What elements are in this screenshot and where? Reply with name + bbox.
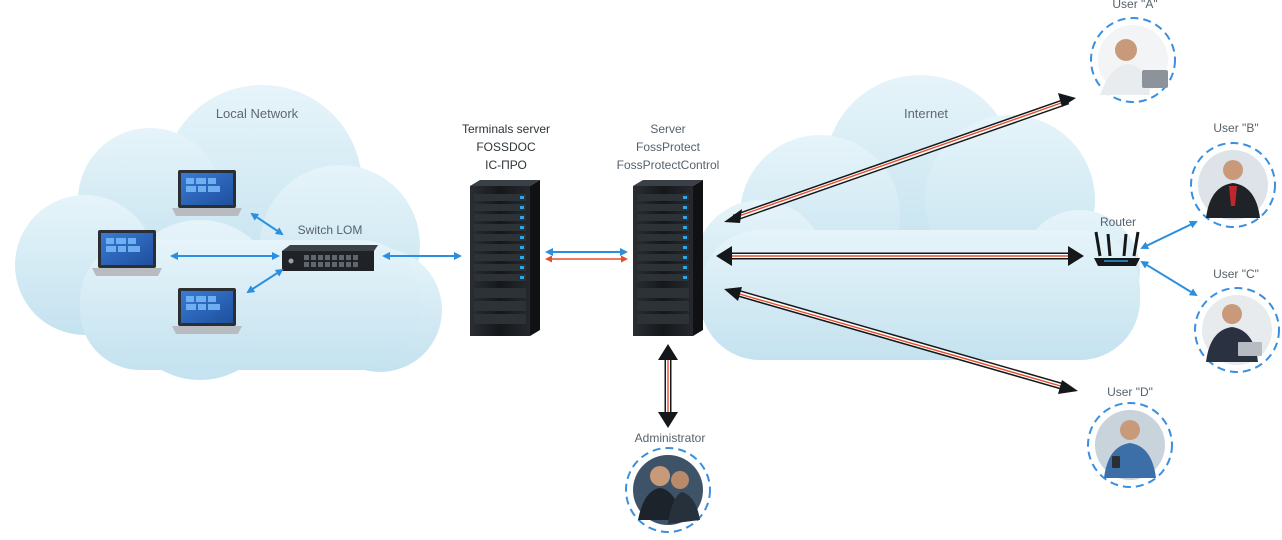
user-a-label: User "A" — [1112, 0, 1158, 11]
user-b-label: User "B" — [1213, 121, 1259, 135]
avatar-administrator — [625, 447, 711, 533]
avatar-user-d — [1087, 402, 1173, 488]
server-title: Server — [650, 122, 686, 136]
laptop-icon — [172, 170, 242, 216]
tunnel-arrows — [658, 93, 1084, 428]
link-laptop1-switch — [250, 212, 284, 236]
user-d-label: User "D" — [1107, 385, 1153, 399]
laptop-icon — [92, 230, 162, 276]
server-rack-icon — [470, 180, 540, 336]
switch-label: Switch LOM — [297, 223, 363, 237]
tunnel-server-usera — [724, 93, 1076, 223]
avatar-user-b — [1190, 142, 1276, 228]
server-app2: FossProtectControl — [616, 158, 720, 172]
terminals-server-title: Terminals server — [461, 122, 551, 136]
switch-icon — [282, 245, 378, 271]
user-c-label: User "C" — [1213, 267, 1259, 281]
tunnel-server-userd — [724, 287, 1078, 394]
avatar-user-a — [1090, 17, 1176, 103]
server-app1: FossProtect — [635, 140, 701, 154]
terminals-server-app1: FOSSDOC — [476, 140, 536, 154]
local-network-label: Local Network — [215, 106, 299, 121]
tunnel-server-admin — [658, 344, 678, 428]
tunnel-server-router — [716, 246, 1084, 266]
link-router-userb — [1140, 220, 1198, 250]
avatar-user-c — [1194, 287, 1280, 373]
terminals-server-app2: IC-ПРО — [485, 158, 527, 172]
laptop-icon — [172, 288, 242, 334]
router-label: Router — [1099, 215, 1137, 229]
link-router-userc — [1140, 260, 1198, 297]
lan-links — [170, 212, 1198, 297]
link-laptop3-switch — [246, 268, 284, 294]
router-icon — [1094, 231, 1140, 266]
server-rack-icon — [633, 180, 703, 336]
internet-label: Internet — [903, 106, 949, 121]
administrator-label: Administrator — [634, 431, 706, 445]
